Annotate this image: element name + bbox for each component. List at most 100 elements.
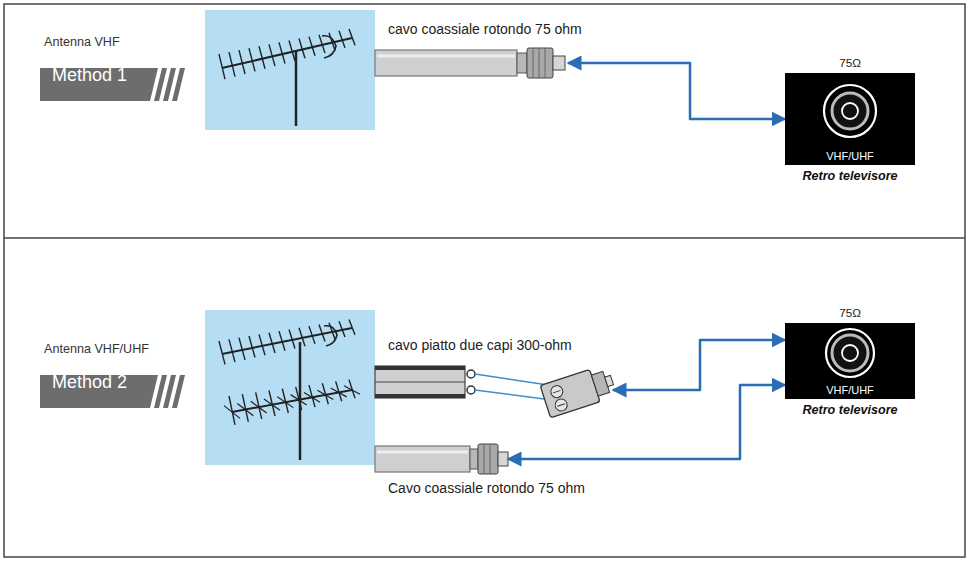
antenna-element [279,42,285,63]
tv-socket-panel: 75Ω VHF/UHF Retro televisore [785,55,915,197]
spade-terminal [467,386,475,394]
socket-ring [824,85,876,137]
socket-ring [832,335,868,371]
antenna-element [317,390,333,399]
antenna-element [251,401,267,413]
nut-ridges [533,48,545,78]
socket-ring [832,93,868,129]
antenna-element [289,329,295,348]
antenna-mast [295,50,298,126]
twin-lead [375,366,465,398]
signal-arrow [508,385,785,459]
method-title: Method 1 [38,63,188,87]
panel-caption: Retro televisore [785,403,915,417]
antenna-boom [232,390,352,412]
antenna-element [259,334,265,355]
method-label: Antenna VHF/UHF Method 2 [38,342,188,410]
antenna-element [309,37,315,56]
method-label: Antenna VHF Method 1 [38,35,188,103]
folded-dipole [324,326,337,346]
antenna-element [249,336,255,358]
divider-line [4,237,965,239]
antenna-element [249,48,255,71]
value-slot: 75Ω [785,55,915,73]
antenna-element [239,50,245,74]
antenna-element [304,392,320,402]
adapter-body [540,369,600,417]
cable-body [375,50,517,76]
adapter-pin [605,375,614,386]
socket-box: VHF/UHF [785,73,915,165]
antenna-element [229,52,235,77]
connector-ferrule [517,53,527,73]
antenna-element [339,321,345,337]
cable-highlight [377,451,468,454]
socket-ring [826,329,874,377]
method-title: Method 2 [38,370,188,394]
outer-frame [4,4,965,557]
coax-cable [375,444,508,474]
cable-highlight [377,55,515,58]
twin-lead-split [375,382,465,383]
socket-label: VHF/UHF [785,150,915,162]
badge-stripes [154,375,185,408]
connector-nut [527,48,553,78]
antenna-panel [205,10,375,130]
antenna-element [309,326,315,344]
lead-wire [475,390,552,400]
antenna-element [239,338,245,360]
impedance-label: 75Ω [785,55,915,71]
antenna-element [291,395,307,405]
cable-item: cavo coassiale rotondo 75 ohm [378,46,568,80]
antenna-element [299,39,305,59]
tv-socket-panel: 75Ω VHF/UHF Retro televisore [785,305,915,427]
flat-cable [375,366,552,400]
value-slot: 75Ω [785,305,915,323]
connector-pin [498,452,508,466]
vhf-antenna [219,29,355,126]
twin-lead-edge [375,366,465,370]
socket-pin [842,345,858,361]
cable-body [375,446,470,472]
antenna-mast [299,342,302,460]
antenna-element [219,54,225,79]
antenna-panel [205,310,375,465]
badge-stripes [154,68,185,101]
antenna-type-label: Antenna VHF [38,35,188,49]
antenna-element [219,341,225,364]
antenna-element [269,333,275,353]
cable-item: Cavo coassiale rotondo 75 ohm [378,442,508,476]
antenna-element [319,35,325,53]
twin-lead-edge [375,394,465,398]
cable-label: cavo piatto due capi 300-ohm [388,337,572,353]
socket-label: VHF/UHF [785,384,915,396]
antenna-element [331,388,347,397]
panel-caption: Retro televisore [785,169,915,183]
antenna-element [344,386,360,394]
caption-slot: Retro televisore [785,399,915,417]
caption-slot: Retro televisore [785,165,915,183]
cable-item: cavo piatto due capi 300-ohm [378,362,613,417]
balun-adapter [540,364,617,418]
spade-terminal [467,370,475,378]
vhf-uhf-antenna [219,320,360,460]
cable-label: cavo coassiale rotondo 75 ohm [388,21,582,37]
antenna-element [289,40,295,60]
coax-cable [375,48,565,78]
nut-ridges [484,444,490,474]
lead-wire [475,374,548,385]
antenna-element [349,320,355,335]
antenna-element [319,325,325,342]
connector-nut [478,444,498,474]
antenna-element [229,339,235,362]
antenna-type-label: Antenna VHF/UHF [38,342,188,356]
antenna-element [349,29,355,45]
connector-ferrule [470,449,478,469]
antenna-element [259,46,265,68]
cable-label: Cavo coassiale rotondo 75 ohm [388,480,585,496]
antenna-element [277,397,293,408]
socket-pin [842,103,858,119]
antenna-element [269,44,275,66]
signal-arrow [613,340,785,390]
